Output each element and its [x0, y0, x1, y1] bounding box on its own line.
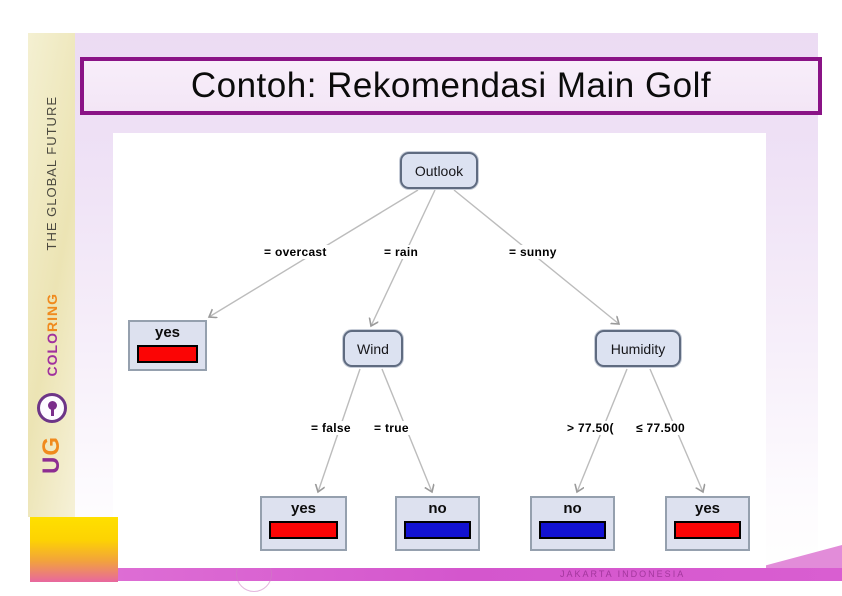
tree-node-wind: Wind [343, 330, 403, 367]
page-title: Contoh: Rekomendasi Main Golf [190, 66, 712, 105]
branch-label-true: = true [372, 421, 411, 435]
tagline-text: THE GLOBAL FUTURE [44, 95, 59, 251]
branch-label-overcast: = overcast [262, 245, 329, 259]
tree-leaf-no-humidity-high: no [530, 496, 615, 551]
yellow-gradient-block [30, 517, 118, 582]
leaf-distribution-bar [404, 520, 471, 539]
leaf-label: no [428, 500, 447, 517]
leaf-label: no [563, 500, 582, 517]
decision-tree-panel: Outlook Wind Humidity = overcast = rain … [113, 133, 766, 568]
title-banner: Contoh: Rekomendasi Main Golf [80, 57, 822, 115]
footer-location-text: JAKARTA INDONESIA [560, 569, 686, 579]
brand-text-purple: COLO [43, 332, 60, 377]
leaf-distribution-bar [137, 344, 198, 363]
ug-text-slot: UG [28, 427, 75, 483]
node-label: Wind [357, 340, 389, 357]
ug-text: UG [38, 436, 66, 474]
logo-stem-shape [50, 409, 54, 416]
branch-label-rain: = rain [382, 245, 421, 259]
sidebar: THE GLOBAL FUTURE COLORING UG [28, 33, 75, 517]
tree-leaf-yes-overcast: yes [128, 320, 207, 371]
university-logo-icon [36, 393, 67, 423]
tree-node-outlook: Outlook [400, 152, 478, 189]
node-label: Humidity [610, 340, 666, 357]
branch-label-false: = false [309, 421, 353, 435]
leaf-label: yes [290, 500, 317, 517]
pink-footer-band [88, 568, 842, 581]
brand-text-orange: RING [43, 293, 60, 333]
leaf-label: yes [154, 324, 181, 341]
branch-label-sunny: = sunny [507, 245, 559, 259]
tree-node-humidity: Humidity [595, 330, 681, 367]
university-logo-slot [28, 389, 75, 427]
brand-text: COLORING [44, 293, 60, 376]
leaf-label: yes [694, 500, 721, 517]
leaf-distribution-bar [674, 520, 741, 539]
leaf-distribution-bar [539, 520, 606, 539]
node-label: Outlook [414, 162, 464, 179]
branch-label-greater-77: > 77.50( [565, 421, 616, 435]
sidebar-brand-slot: COLORING [28, 281, 75, 389]
tree-leaf-yes-humidity-low: yes [665, 496, 750, 551]
tree-leaf-yes-wind-false: yes [260, 496, 347, 551]
logo-core-shape [47, 401, 57, 410]
tree-leaf-no-wind-true: no [395, 496, 480, 551]
sidebar-tagline-slot: THE GLOBAL FUTURE [28, 53, 75, 293]
ug-letter-u: U [37, 455, 65, 474]
ug-letter-g: G [37, 435, 65, 456]
branch-label-lessequal-77: ≤ 77.500 [634, 421, 688, 435]
leaf-distribution-bar [269, 520, 338, 539]
